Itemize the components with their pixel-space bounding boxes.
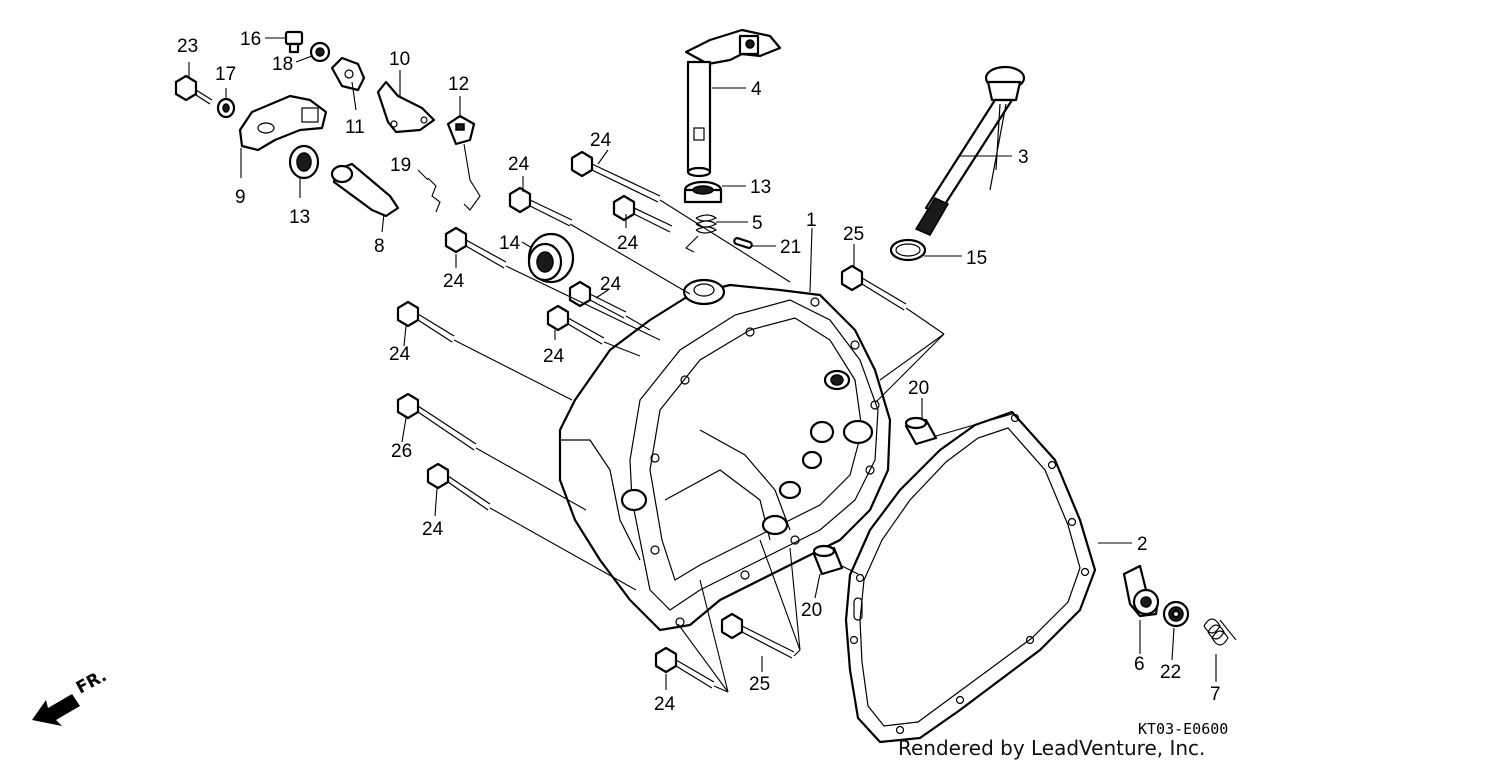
spring-5 (685, 214, 718, 253)
bolt-26 (396, 392, 477, 451)
callout-labels: 23 16 17 18 10 12 11 9 13 19 8 4 13 5 21… (177, 29, 1221, 715)
callout-8: 8 (374, 236, 385, 257)
callout-12: 12 (448, 74, 469, 95)
bolt-24-i (654, 646, 715, 689)
callout-23: 23 (177, 36, 198, 57)
callout-16: 16 (240, 29, 261, 50)
clip-12 (446, 114, 481, 211)
callout-24-c: 24 (617, 233, 639, 254)
pin-21 (733, 237, 753, 249)
bolt-24-f (546, 304, 605, 345)
bolt-24-a (570, 150, 661, 203)
bolt-24-b (508, 186, 573, 227)
oil-filler-cap-dipstick (914, 65, 1026, 236)
callout-11: 11 (345, 117, 365, 138)
callout-7: 7 (1210, 684, 1221, 705)
bolt-24-h (426, 462, 491, 511)
plate-10 (376, 80, 436, 134)
callout-5: 5 (752, 213, 763, 234)
kick-shaft-spindle (684, 28, 782, 178)
bolt-24-c (612, 194, 673, 233)
front-arrow-icon (32, 694, 80, 726)
callout-13-upper: 13 (750, 177, 771, 198)
dowel-pin-20-upper (904, 416, 938, 446)
arm-9 (238, 94, 328, 152)
bolt-23 (174, 74, 213, 105)
bolt-16 (284, 30, 304, 54)
callout-24-a: 24 (590, 130, 612, 151)
spring-clip-19 (427, 177, 441, 213)
callout-1: 1 (806, 210, 817, 231)
callout-2: 2 (1137, 534, 1148, 555)
callout-14: 14 (499, 233, 521, 254)
o-ring-15 (889, 238, 927, 262)
callout-24-e: 24 (600, 274, 622, 295)
oil-seal-13-upper (683, 180, 723, 204)
callout-22: 22 (1160, 662, 1181, 683)
shaft-8 (330, 162, 400, 218)
render-credit: Rendered by LeadVenture, Inc. (898, 736, 1205, 760)
spring-7 (1203, 618, 1237, 646)
washer-22 (1162, 600, 1190, 628)
callout-15: 15 (966, 248, 987, 269)
washer-18 (309, 41, 331, 63)
callout-24-b: 24 (508, 154, 530, 175)
callout-24-d: 24 (443, 271, 465, 292)
front-direction-arrow: FR. (32, 666, 110, 726)
right-crankcase-cover (558, 278, 892, 632)
callout-6: 6 (1134, 654, 1145, 675)
callout-21: 21 (780, 237, 801, 258)
callout-17: 17 (215, 64, 236, 85)
callout-18: 18 (272, 54, 293, 75)
bolt-24-d (444, 226, 507, 269)
bearing-14 (527, 232, 575, 284)
callout-9: 9 (235, 187, 246, 208)
callout-20-lower: 20 (801, 600, 822, 621)
arm-6 (1122, 564, 1160, 618)
callout-3: 3 (1018, 147, 1029, 168)
callout-4: 4 (751, 79, 762, 100)
callout-25-lower: 25 (749, 674, 770, 695)
callout-24-g: 24 (389, 344, 411, 365)
washer-17 (216, 97, 236, 119)
bolt-25-b (720, 612, 795, 659)
callout-24-h: 24 (422, 519, 444, 540)
diagram-code: KT03-E0600 (1138, 720, 1228, 738)
bolt-24-g (396, 300, 455, 343)
callout-24-i: 24 (654, 694, 676, 715)
callout-10: 10 (389, 49, 410, 70)
callout-26: 26 (391, 441, 412, 462)
bolt-25-a (840, 264, 907, 311)
callout-25-upper: 25 (843, 224, 864, 245)
callout-13-left: 13 (289, 207, 310, 228)
bolt-24-e (568, 280, 627, 319)
leader-lines (188, 37, 1217, 693)
callout-20-upper: 20 (908, 378, 929, 399)
callout-19: 19 (390, 155, 411, 176)
dowel-pin-20-lower (812, 544, 844, 576)
bracket-11 (330, 56, 366, 92)
callout-24-f: 24 (543, 346, 565, 367)
crankcase-cover-gasket (844, 410, 1097, 744)
oil-seal-13-left (288, 144, 320, 180)
front-marker-label: FR. (73, 666, 110, 698)
